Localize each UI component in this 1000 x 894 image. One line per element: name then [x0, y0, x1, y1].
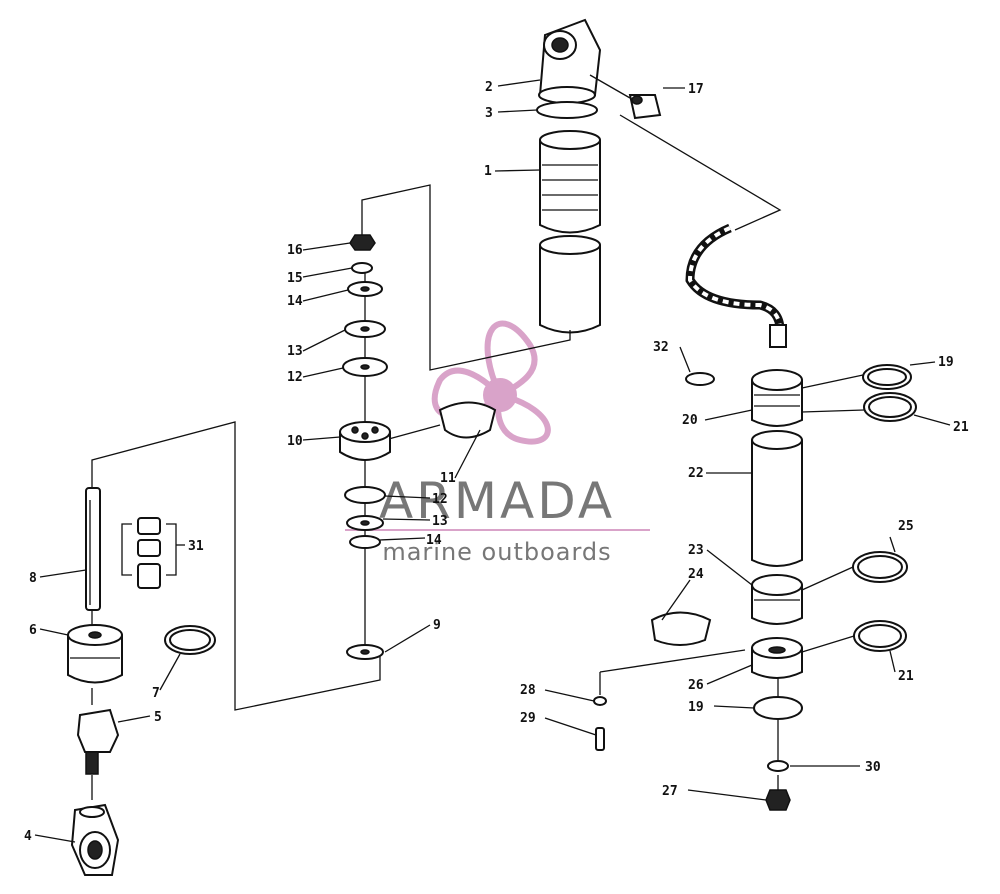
- callout-10: 10: [287, 434, 303, 449]
- callout-17: 17: [688, 82, 704, 97]
- callout-22: 22: [688, 466, 704, 481]
- callout-12-lower: 12: [432, 492, 448, 507]
- callout-21-lower: 21: [898, 669, 914, 684]
- callout-8: 8: [29, 571, 37, 586]
- callout-9: 9: [433, 618, 441, 633]
- assembly-guide-lines: [91, 114, 782, 800]
- callout-7: 7: [152, 686, 160, 701]
- callout-30: 30: [865, 760, 881, 775]
- callout-13-lower: 13: [432, 514, 448, 529]
- callout-26: 26: [688, 678, 704, 693]
- callout-16: 16: [287, 243, 303, 258]
- callout-12: 12: [287, 370, 303, 385]
- center-stack-parts: [339, 234, 497, 660]
- callout-25: 25: [898, 519, 914, 534]
- callout-20: 20: [682, 413, 698, 428]
- callout-6: 6: [29, 623, 37, 638]
- watermark-tagline: marine outboards: [382, 538, 611, 566]
- callout-31: 31: [188, 539, 204, 554]
- callout-24: 24: [688, 567, 704, 582]
- callout-5: 5: [154, 710, 162, 725]
- callout-13: 13: [287, 344, 303, 359]
- shock-body-assembly: [536, 18, 662, 334]
- callout-32: 32: [653, 340, 669, 355]
- callout-labels: 2 3 1 17 16 15 14 13 12 10 11 12 13 14 9…: [24, 80, 969, 844]
- callout-15: 15: [287, 271, 303, 286]
- callout-1: 1: [484, 164, 492, 179]
- callout-14-lower: 14: [426, 533, 442, 548]
- callout-19-lower: 19: [688, 700, 704, 715]
- callout-3: 3: [485, 106, 493, 121]
- callout-27: 27: [662, 784, 678, 799]
- callout-11: 11: [440, 471, 456, 486]
- armada-watermark: ARMADA marine outboards: [345, 320, 650, 566]
- callout-19: 19: [938, 355, 954, 370]
- callout-29: 29: [520, 711, 536, 726]
- callout-21: 21: [953, 420, 969, 435]
- callout-14: 14: [287, 294, 303, 309]
- left-rod-assembly: [67, 487, 216, 876]
- right-reservoir-assembly: [593, 223, 917, 811]
- watermark-brand: ARMADA: [379, 472, 615, 530]
- callout-23: 23: [688, 543, 704, 558]
- callout-4: 4: [24, 829, 32, 844]
- leader-lines: [34, 79, 951, 843]
- callout-2: 2: [485, 80, 493, 95]
- callout-28: 28: [520, 683, 536, 698]
